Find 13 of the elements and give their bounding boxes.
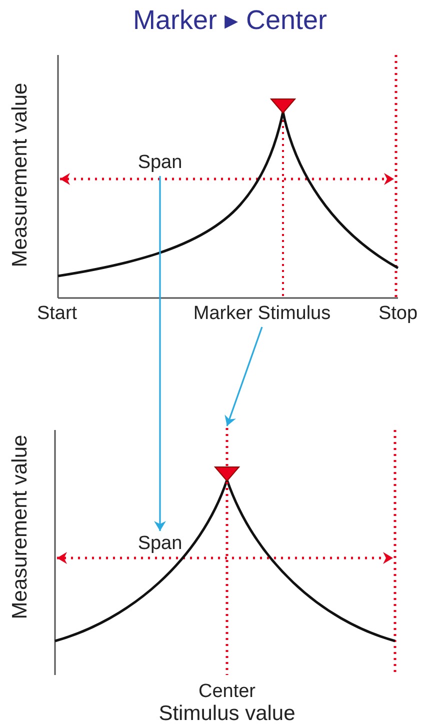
span-label: Span <box>138 152 182 173</box>
axis-label: Start <box>36 303 78 324</box>
axis-label: Stop <box>378 303 418 324</box>
axis-title: Measurement value <box>8 82 32 268</box>
axis-title: Measurement value <box>8 434 32 620</box>
axis-label: Marker Stimulus <box>193 303 331 324</box>
diagram-title: Marker ▸ Center <box>132 5 328 35</box>
span-label: Span <box>138 533 182 554</box>
center-line <box>226 428 228 675</box>
arrow <box>224 326 263 426</box>
axis-label: Center <box>198 681 256 702</box>
arrow <box>154 176 166 531</box>
axis-title: Stimulus value <box>158 702 296 725</box>
